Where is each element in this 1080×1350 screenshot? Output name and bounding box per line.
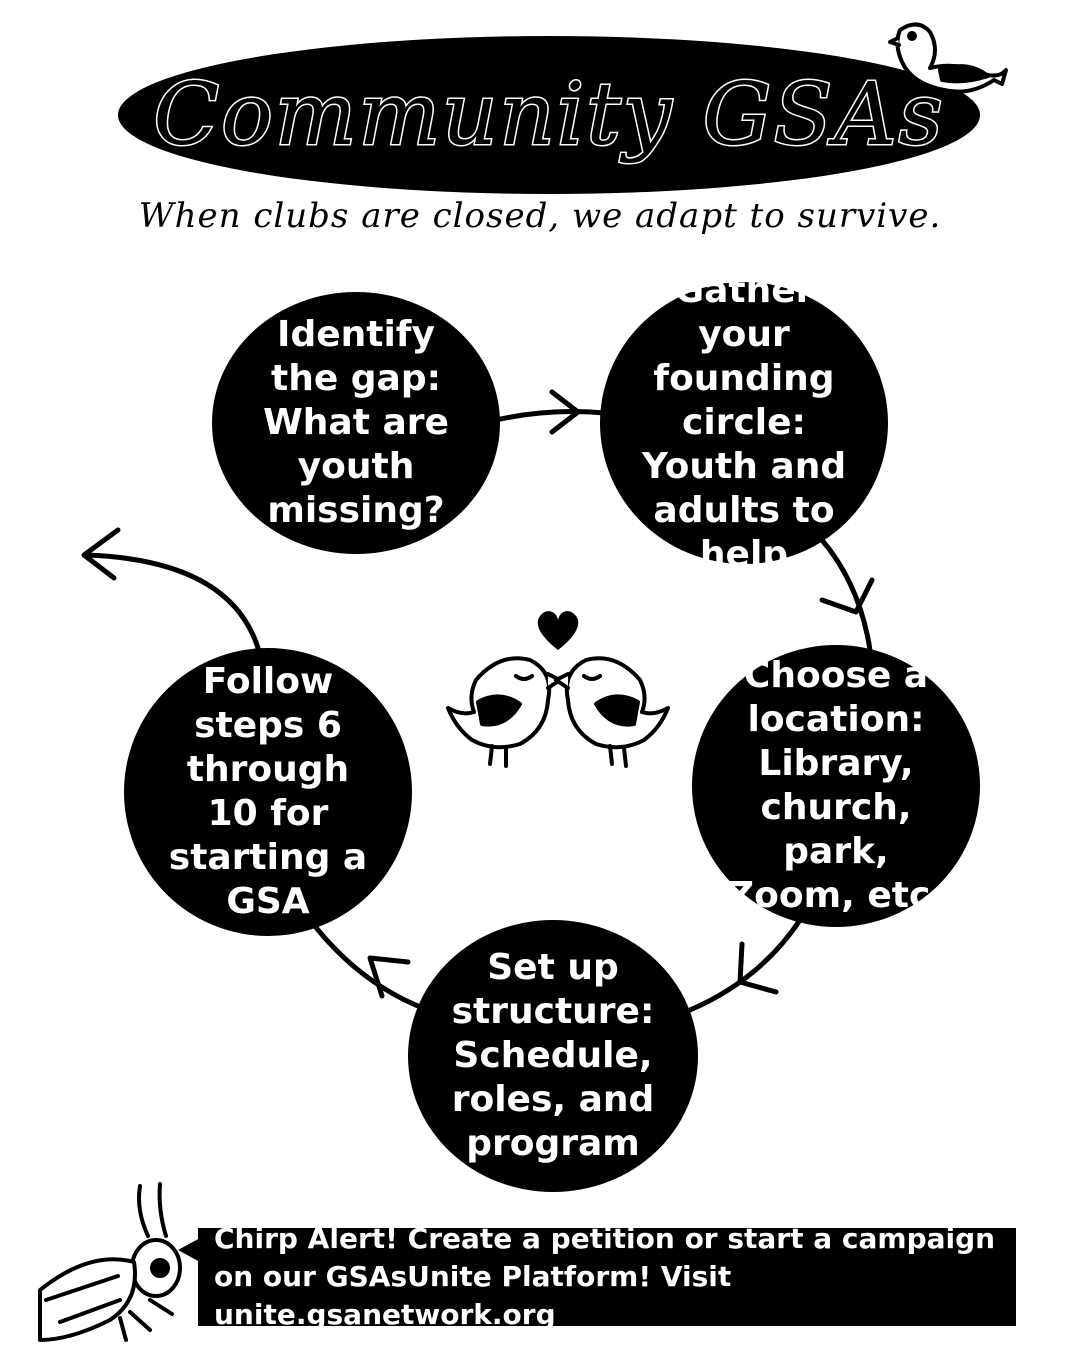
banner-pointer: [178, 1238, 200, 1262]
arrow-head-4: [367, 955, 411, 999]
step-2-text: Gather your founding circle: Youth and a…: [641, 270, 847, 575]
arrow-step2-to-step3: [819, 537, 873, 653]
chirp-alert-banner: Chirp Alert! Create a petition or start …: [198, 1222, 1016, 1331]
step-3-text: Choose a location: Library, church, park…: [728, 655, 944, 916]
step-1-text: Identify the gap: What are youth missing…: [263, 314, 449, 531]
arrow-step5-out: [83, 552, 261, 651]
arrow-head-5: [81, 527, 121, 581]
step-circle-4: Set up structure: Schedule, roles, and p…: [408, 920, 698, 1192]
chirp-alert-text: Chirp Alert! Create a petition or start …: [214, 1222, 996, 1331]
step-circle-3: Choose a location: Library, church, park…: [692, 645, 980, 927]
arrow-head-1: [549, 389, 581, 435]
arrow-head-2: [819, 577, 875, 615]
page-subtitle: When clubs are closed, we adapt to survi…: [138, 196, 942, 236]
page-title: Community GSAs: [152, 64, 945, 167]
step-circle-5: Follow steps 6 through 10 for starting a…: [124, 648, 412, 936]
step-5-text: Follow steps 6 through 10 for starting a…: [168, 661, 368, 922]
step-circle-2: Gather your founding circle: Youth and a…: [600, 270, 888, 575]
title-banner: Community GSAs: [118, 36, 980, 194]
arrow-step3-to-step4: [687, 917, 803, 1013]
arrow-step1-to-step2: [493, 409, 608, 423]
arrow-step4-to-step5: [307, 917, 431, 1013]
step-circle-1: Identify the gap: What are youth missing…: [212, 292, 500, 554]
heart-icon: [537, 611, 579, 650]
step-4-text: Set up structure: Schedule, roles, and p…: [451, 947, 655, 1164]
arrow-head-3: [737, 941, 779, 995]
